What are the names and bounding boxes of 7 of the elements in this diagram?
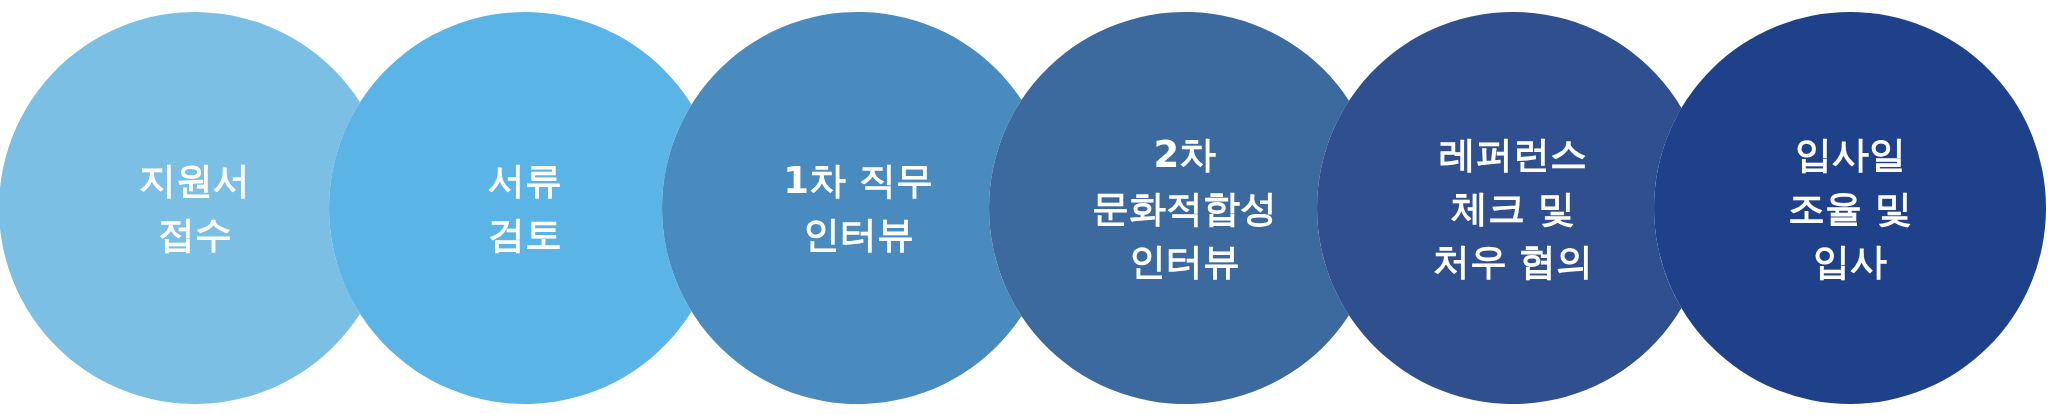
step-label: 1차 직무 인터뷰 <box>782 158 934 258</box>
step-label: 서류 검토 <box>487 158 563 258</box>
step-circle <box>1654 12 2046 404</box>
step-label: 레퍼런스 체크 및 처우 협의 <box>1431 131 1595 285</box>
step-label: 2차 문화적합성 인터뷰 <box>1091 131 1279 285</box>
step-label: 입사일 조율 및 입사 <box>1787 131 1913 285</box>
step-label: 지원서 접수 <box>138 158 252 258</box>
